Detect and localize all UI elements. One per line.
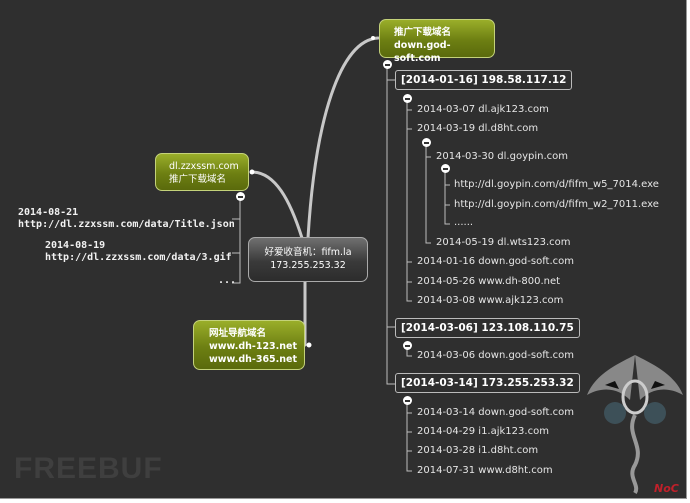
list-item: 2014-03-30 dl.goypin.com [436,151,568,162]
left-item-url: http://dl.zzxssm.com/data/Title.json [18,219,235,230]
signature: NoC [654,482,679,495]
freebuf-watermark: FREEBUF [14,452,163,485]
list-item: 2014-03-28 i1.d8ht.com [417,445,539,456]
ip-group-1[interactable]: [2014-01-16] 198.58.117.12 [395,70,573,90]
list-item: 2014-03-07 dl.ajk123.com [417,104,549,115]
left-node[interactable]: dl.zzxssm.com 推广下载域名 [155,153,249,191]
connector-top [306,36,380,240]
top-node-domain: down.god-soft.com [394,40,451,64]
list-item: 2014-05-26 www.dh-800.net [417,276,561,287]
list-item: 2014-01-16 down.god-soft.com [417,256,575,267]
collapse-toggle-group-3[interactable] [403,396,412,405]
list-item: 2014-07-31 www.d8ht.com [417,465,553,476]
left-item-date: 2014-08-21 [18,207,79,218]
left-node-label: 推广下载域名 [169,174,227,185]
bottom-node-domain-2: www.dh-365.net [209,354,298,365]
list-item: 2014-03-06 down.god-soft.com [417,350,575,361]
top-node-label: 推广下载域名 [394,27,452,38]
collapse-toggle-top[interactable] [383,60,392,69]
bottom-node-domain-1: www.dh-123.net [209,341,298,352]
list-item: 2014-04-29 i1.ajk123.com [417,426,549,437]
collapse-toggle-goypin[interactable] [441,164,450,173]
collapse-toggle-group-1[interactable] [403,94,412,103]
left-node-domain: dl.zzxssm.com [169,161,239,172]
center-node-title: 好爱收音机：fifm.la [264,247,352,258]
list-item: http://dl.goypin.com/d/fifm_w2_7011.exe [454,199,659,210]
ip-group-2[interactable]: [2014-03-06] 123.108.110.75 [395,318,580,338]
bottom-node[interactable]: 网址导航域名 www.dh-123.net www.dh-365.net [193,320,305,370]
center-node[interactable]: 好爱收音机：fifm.la 173.255.253.32 [248,237,368,282]
collapse-toggle-group-2[interactable] [403,341,412,350]
connector-left [250,170,304,240]
list-item: 2014-03-08 www.ajk123.com [417,295,564,306]
ip-group-3[interactable]: [2014-03-14] 173.255.253.32 [395,373,580,393]
list-item: 2014-03-14 down.god-soft.com [417,407,575,418]
list-item: ...... [454,217,474,228]
dragon-emblem-icon [587,355,683,495]
collapse-toggle-left[interactable] [236,192,245,201]
center-node-ip: 173.255.253.32 [270,260,346,271]
collapse-toggle-d8ht[interactable] [422,138,431,147]
bottom-node-label: 网址导航域名 [209,328,267,339]
top-node[interactable]: 推广下载域名 down.god-soft.com [379,19,495,64]
list-item: 2014-03-19 dl.d8ht.com [417,123,539,134]
list-item: 2014-05-19 dl.wts123.com [436,237,571,248]
left-item-url: http://dl.zzxssm.com/data/3.gif [45,252,232,263]
left-more: ... [218,275,237,286]
list-item: http://dl.goypin.com/d/fifm_w5_7014.exe [454,179,659,190]
left-item-date: 2014-08-19 [45,240,106,251]
